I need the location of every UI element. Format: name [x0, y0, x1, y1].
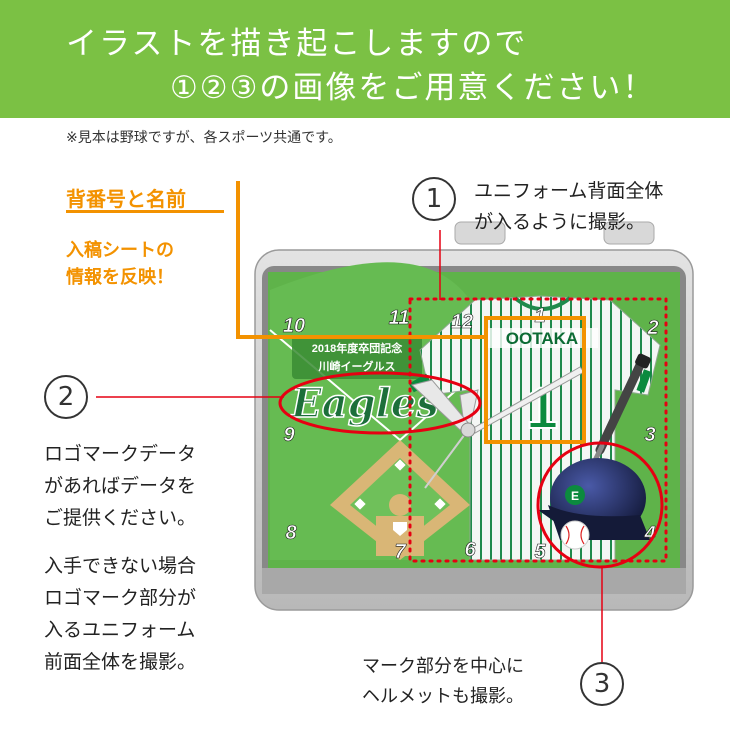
helmet-highlight — [536, 441, 664, 569]
dial-12: 12 — [451, 311, 473, 333]
dial-2: 2 — [646, 317, 658, 339]
logo-highlight — [278, 371, 482, 435]
hand-pivot — [460, 422, 476, 438]
step2-p2-line4: 前面全体を撮影。 — [44, 651, 197, 673]
banner-line-2: ①②③の画像をご用意ください！ — [170, 70, 656, 106]
dial-10: 10 — [283, 315, 305, 337]
dial-6: 6 — [464, 539, 476, 561]
clock-button-right — [603, 221, 655, 245]
banner-line-1: イラストを描き起こしますので — [66, 26, 528, 62]
step1-number: 1 — [412, 177, 456, 221]
clock-button-left — [454, 221, 506, 245]
step2-p2-line1: 入手できない場合 — [44, 555, 197, 577]
header-banner: イラストを描き起こしますので ①②③の画像をご用意ください！ — [0, 0, 730, 118]
step2-p1-line1: ロゴマークデータ — [44, 443, 197, 465]
step2-p1-line3: ご提供ください。 — [44, 507, 197, 529]
dial-5: 5 — [534, 541, 546, 563]
dial-3: 3 — [644, 424, 655, 446]
step1-line1: ユニフォーム背面全体 — [474, 180, 664, 202]
back-info-title: 背番号と名前 — [66, 187, 186, 211]
dial-9: 9 — [283, 424, 295, 446]
step2-p2-line2: ロゴマーク部分が — [44, 587, 197, 609]
orange-connector-outer — [236, 181, 486, 339]
clock-caption-1: 2018年度卒団記念 — [312, 341, 403, 355]
sample-note: ※見本は野球ですが、各スポーツ共通です。 — [66, 130, 342, 146]
step3-number: 3 — [580, 662, 624, 706]
back-info-subtitle: 入稿シートの 情報を反映！ — [66, 240, 174, 288]
step2-number: 2 — [44, 375, 88, 419]
jersey-area-outline — [408, 297, 668, 563]
clock-caption-2: 川崎イーグルス — [318, 359, 396, 373]
dial-7: 7 — [394, 541, 406, 563]
step2-p1-line2: があればデータを — [44, 475, 197, 497]
step2-p2-line3: 入るユニフォーム — [44, 619, 196, 641]
second-hand — [424, 429, 469, 489]
baseball — [560, 520, 590, 550]
jersey-name: OOTAKA — [506, 329, 578, 348]
dial-11: 11 — [389, 307, 410, 329]
helmet-letter: E — [571, 489, 579, 503]
step3-line2: ヘルメットも撮影。 — [362, 686, 524, 707]
step1-line2: が入るように撮影。 — [474, 211, 646, 233]
step3-line1: マーク部分を中心に — [362, 656, 524, 677]
back-number-highlight — [484, 316, 586, 444]
dial-8: 8 — [285, 522, 297, 544]
